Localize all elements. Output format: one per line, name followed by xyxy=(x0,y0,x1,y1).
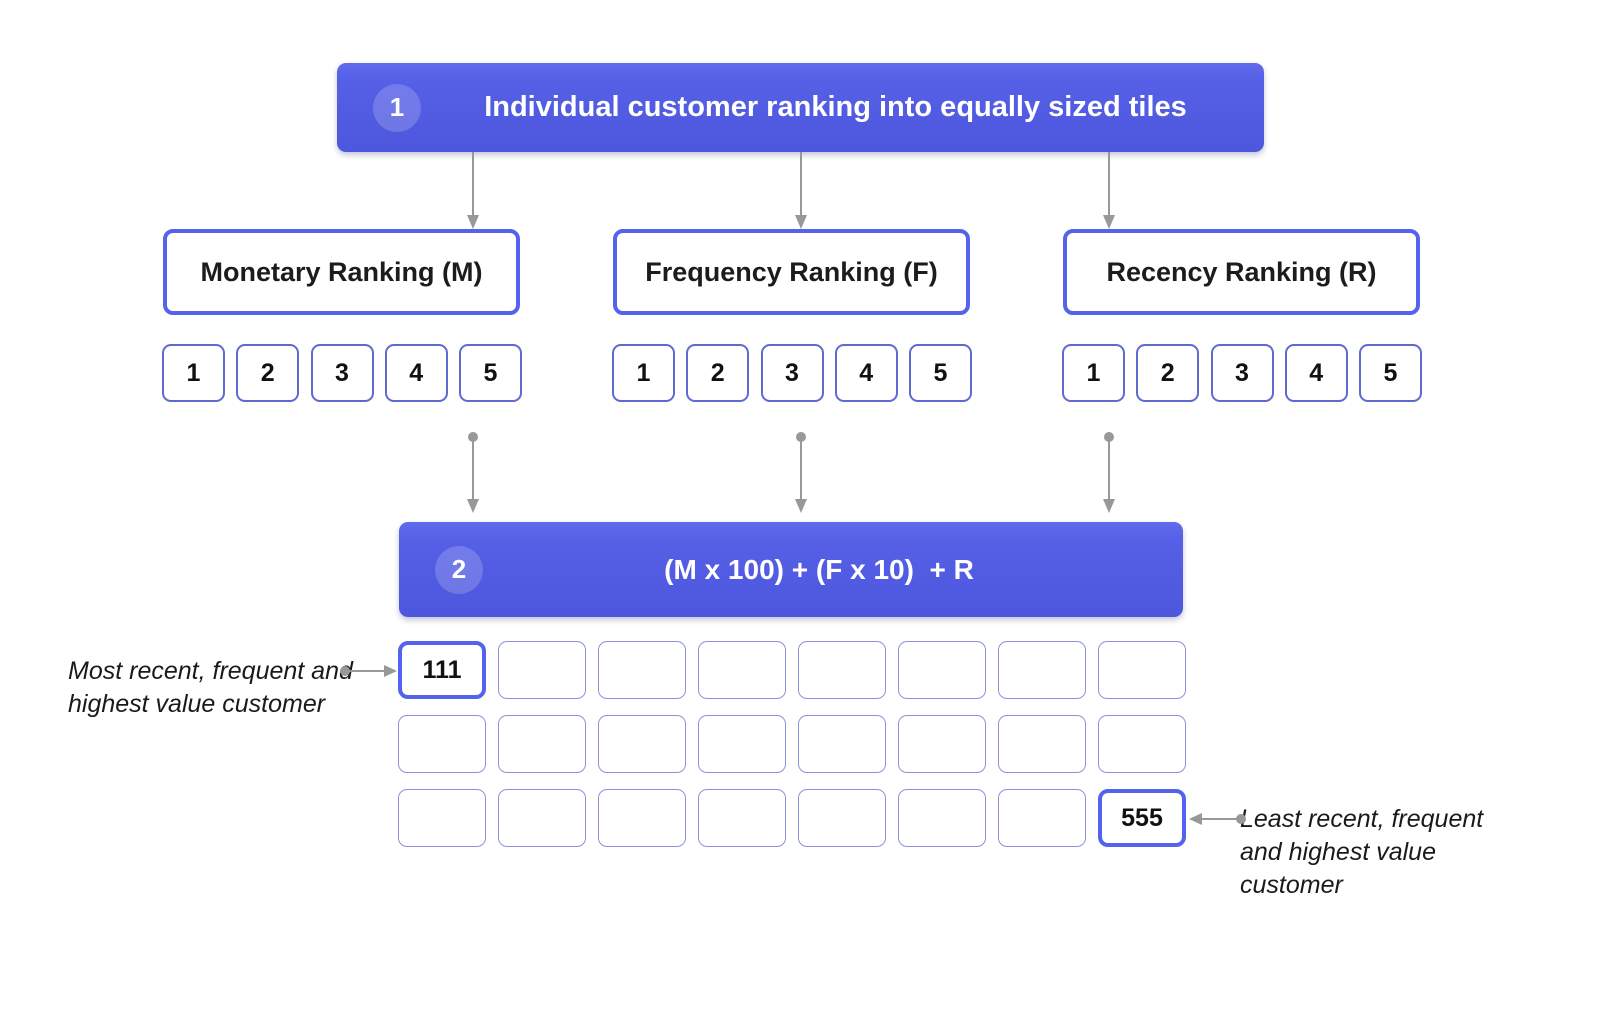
tile: 4 xyxy=(1284,344,1348,402)
step1-title: Individual customer ranking into equally… xyxy=(484,91,1187,123)
grid-cell xyxy=(798,789,886,847)
grid-cell xyxy=(1098,715,1186,773)
grid-cell xyxy=(898,789,986,847)
step1-banner: 1 Individual customer ranking into equal… xyxy=(337,63,1264,152)
monetary-tile-strip: 1 2 3 4 5 xyxy=(162,344,522,402)
tile: 2 xyxy=(1136,344,1200,402)
recency-ranking-box: Recency Ranking (R) xyxy=(1063,229,1420,315)
tile: 1 xyxy=(1062,344,1125,402)
grid-cell xyxy=(698,789,786,847)
frequency-ranking-box: Frequency Ranking (F) xyxy=(613,229,970,315)
grid-cell xyxy=(498,715,586,773)
grid-cell xyxy=(398,715,486,773)
tile: 5 xyxy=(1359,344,1422,402)
tile: 3 xyxy=(1210,344,1274,402)
tile: 5 xyxy=(909,344,972,402)
step2-formula: (M x 100) + (F x 10) + R xyxy=(664,553,974,585)
grid-cell xyxy=(1098,641,1186,699)
grid-cell xyxy=(898,715,986,773)
tile: 4 xyxy=(834,344,898,402)
dot-arrow-right-icon xyxy=(340,663,398,679)
grid-cell xyxy=(998,715,1086,773)
step2-number-badge: 2 xyxy=(435,545,483,594)
grid-cell xyxy=(598,789,686,847)
arrow-down-icon xyxy=(793,152,809,230)
grid-cell xyxy=(798,641,886,699)
grid-cell xyxy=(598,641,686,699)
grid-cell xyxy=(498,641,586,699)
least-valuable-note: Least recent, frequent and highest value… xyxy=(1240,805,1484,899)
grid-cell-555: 555 xyxy=(1098,789,1186,847)
grid-cell xyxy=(598,715,686,773)
grid-cell xyxy=(698,715,786,773)
tile: 3 xyxy=(760,344,824,402)
arrow-down-icon xyxy=(1101,152,1117,230)
grid-cell-111: 111 xyxy=(398,641,486,699)
grid-cell xyxy=(498,789,586,847)
step1-number-badge: 1 xyxy=(373,83,421,132)
recency-tile-strip: 1 2 3 4 5 xyxy=(1062,344,1422,402)
grid-cell xyxy=(998,641,1086,699)
tile: 5 xyxy=(459,344,522,402)
tile: 4 xyxy=(384,344,448,402)
tile: 1 xyxy=(162,344,225,402)
rfm-score-grid: 111 555 xyxy=(398,641,1186,847)
step2-banner: 2 (M x 100) + (F x 10) + R xyxy=(399,522,1183,617)
grid-cell xyxy=(698,641,786,699)
monetary-ranking-box: Monetary Ranking (M) xyxy=(163,229,520,315)
tile: 3 xyxy=(310,344,374,402)
frequency-tile-strip: 1 2 3 4 5 xyxy=(612,344,972,402)
grid-cell xyxy=(998,789,1086,847)
dot-arrow-left-icon xyxy=(1188,811,1246,827)
dot-arrow-down-icon xyxy=(793,432,809,514)
most-valuable-note: Most recent, frequent and highest value … xyxy=(68,657,353,718)
dot-arrow-down-icon xyxy=(465,432,481,514)
tile: 2 xyxy=(686,344,750,402)
tile: 1 xyxy=(612,344,675,402)
tile: 2 xyxy=(236,344,300,402)
dot-arrow-down-icon xyxy=(1101,432,1117,514)
grid-cell xyxy=(898,641,986,699)
grid-cell xyxy=(798,715,886,773)
arrow-down-icon xyxy=(465,152,481,230)
grid-cell xyxy=(398,789,486,847)
